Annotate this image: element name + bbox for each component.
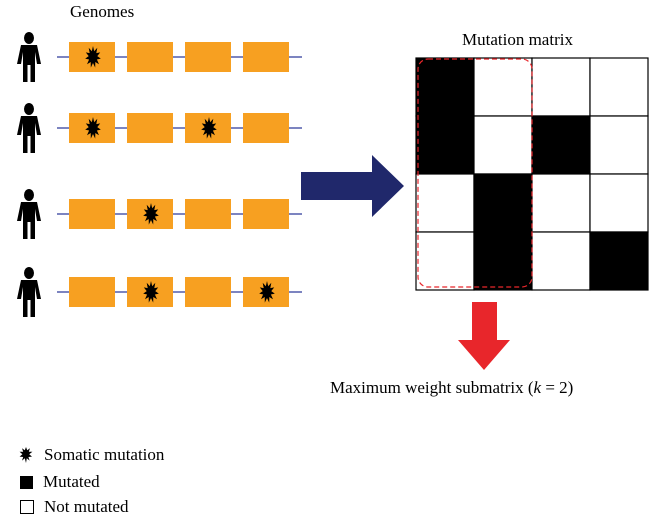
somatic-mutation-icon (85, 46, 101, 68)
matrix-cell (589, 115, 649, 175)
submatrix-highlight (417, 58, 533, 288)
matrix-cell (473, 57, 533, 117)
legend-somatic-mutation: Somatic mutation (18, 445, 164, 465)
matrix-cell (415, 57, 475, 117)
person-icon (17, 189, 41, 239)
matrix-cell (531, 231, 591, 291)
genomes-title: Genomes (70, 2, 135, 21)
legend-not-mutated: Not mutated (18, 497, 129, 517)
down-arrow-icon (458, 302, 510, 370)
matrix-cell (473, 173, 533, 233)
matrix-cell (589, 231, 649, 291)
gene-box (243, 113, 289, 143)
matrix-cell (415, 231, 475, 291)
matrix-cell (589, 173, 649, 233)
gene-box (243, 199, 289, 229)
legend-label: Somatic mutation (44, 445, 165, 464)
matrix-cell (473, 115, 533, 175)
somatic-mutation-icon (85, 117, 101, 139)
black-square-icon (20, 475, 33, 489)
caption-k: k (533, 378, 542, 397)
submatrix-caption: Maximum weight submatrix (k = 2) (330, 378, 573, 398)
person-icon (17, 32, 41, 82)
matrix-cell (415, 173, 475, 233)
legend-label: Mutated (43, 472, 100, 491)
gene-box (185, 42, 231, 72)
somatic-mutation-icon (259, 281, 275, 303)
white-square-icon (20, 500, 34, 514)
legend-label: Not mutated (44, 497, 129, 516)
matrix-cell (531, 173, 591, 233)
gene-box (69, 199, 115, 229)
gene-box (127, 113, 173, 143)
matrix-title: Mutation matrix (462, 30, 573, 49)
gene-box (185, 199, 231, 229)
gene-box (69, 277, 115, 307)
gene-box (243, 42, 289, 72)
caption-suffix: = 2) (541, 378, 574, 397)
person-icon (17, 103, 41, 153)
somatic-mutation-icon (143, 281, 159, 303)
starburst-icon (19, 447, 33, 463)
legend-mutated: Mutated (18, 472, 100, 492)
somatic-mutation-icon (201, 117, 217, 139)
matrix-cell (589, 57, 649, 117)
somatic-mutation-icon (143, 203, 159, 225)
gene-box (127, 42, 173, 72)
person-icon (17, 267, 41, 317)
matrix-cell (473, 231, 533, 291)
matrix-cell (415, 115, 475, 175)
caption-prefix: Maximum weight submatrix ( (330, 378, 534, 397)
matrix-cell (531, 57, 591, 117)
right-arrow-icon (301, 155, 404, 217)
gene-box (185, 277, 231, 307)
matrix-cell (531, 115, 591, 175)
